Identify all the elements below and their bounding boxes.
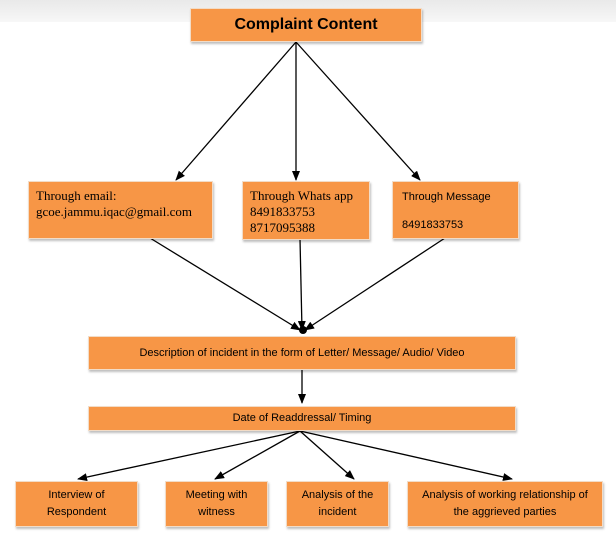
- meeting-line-2: witness: [198, 506, 235, 518]
- analysis-incident-line-1: Analysis of the: [301, 489, 374, 501]
- arrow-whatsapp-to-description: [297, 238, 306, 331]
- interview-line-2: Respondent: [46, 506, 107, 518]
- description-text: Description of incident in the form of L…: [139, 346, 465, 359]
- analysis-relationship-line-2: the aggrieved parties: [453, 506, 557, 518]
- analysis-relationship-box: Analysis of working relationship of the …: [407, 481, 603, 527]
- arrow-date-to-analysis-incident: [299, 430, 355, 480]
- interview-line-1: Interview of: [48, 489, 105, 501]
- readdressal-date-box: Date of Readdressal/ Timing: [88, 406, 516, 431]
- message-number: 8491833753: [402, 219, 464, 231]
- whatsapp-number-2: 8717095388: [250, 220, 315, 235]
- arrow-title-to-email: [175, 41, 297, 181]
- meeting-line-1: Meeting with: [185, 489, 248, 501]
- meeting-box: Meeting with witness: [165, 481, 268, 527]
- whatsapp-label: Through Whats app: [250, 188, 354, 203]
- analysis-incident-box: Analysis of the incident: [286, 481, 389, 527]
- message-channel-box: Through Message 8491833753: [392, 181, 519, 239]
- merge-point: [299, 326, 307, 334]
- whatsapp-channel-box: Through Whats app 8491833753 8717095388: [242, 181, 370, 240]
- analysis-relationship-line-1: Analysis of working relationship of: [422, 489, 588, 501]
- whatsapp-number-1: 8491833753: [250, 204, 315, 219]
- email-label: Through email:: [36, 188, 117, 203]
- interview-box: Interview of Respondent: [15, 481, 138, 527]
- analysis-incident-line-2: incident: [318, 506, 357, 518]
- description-box: Description of incident in the form of L…: [88, 336, 516, 370]
- email-channel-box: Through email: gcoe.jammu.iqac@gmail.com: [28, 181, 213, 239]
- readdressal-date-text: Date of Readdressal/ Timing: [232, 412, 372, 424]
- complaint-content-title: Complaint Content: [234, 16, 378, 33]
- arrow-date-to-meeting: [214, 430, 301, 480]
- message-label: Through Message: [402, 191, 491, 203]
- arrow-date-to-analysis-relationship: [299, 430, 513, 481]
- arrow-title-to-message: [295, 41, 421, 181]
- arrow-date-to-interview: [77, 430, 301, 482]
- email-address: gcoe.jammu.iqac@gmail.com: [36, 204, 193, 219]
- complaint-content-box: Complaint Content: [190, 8, 422, 42]
- arrow-email-to-description: [149, 237, 301, 331]
- arrow-message-to-description: [304, 237, 446, 331]
